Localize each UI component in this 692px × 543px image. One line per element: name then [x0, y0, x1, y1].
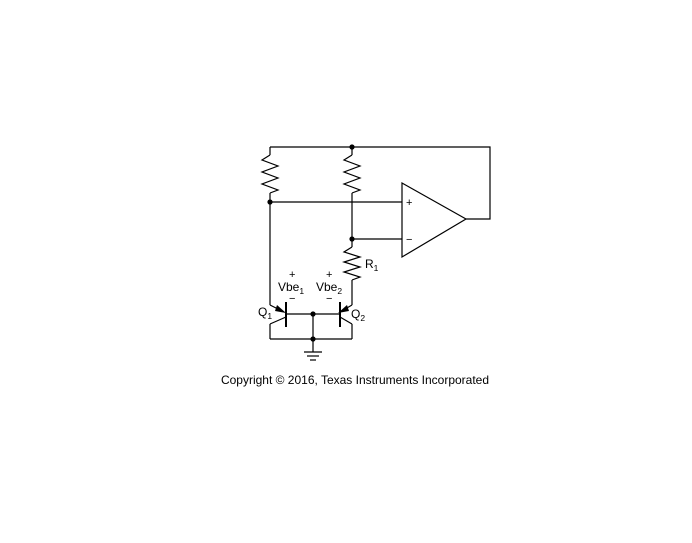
r1-resistor — [341, 246, 363, 281]
copyright-notice: Copyright © 2016, Texas Instruments Inco… — [220, 373, 490, 387]
r1-label: R1 — [365, 257, 379, 273]
q2-label: Q2 — [351, 307, 365, 323]
q1-label: Q1 — [258, 305, 272, 321]
junction-dot-top — [349, 144, 355, 150]
op-amp-plus-sign: + — [406, 197, 412, 209]
junction-dot-r1 — [349, 236, 355, 242]
vbe2-label: Vbe2 — [316, 280, 342, 296]
vbe1-minus-sign: − — [289, 293, 295, 305]
op-amp-minus-sign: − — [406, 234, 412, 246]
vbe2-minus-sign: − — [326, 293, 332, 305]
top-rail-wire — [270, 146, 491, 220]
left-resistor — [260, 154, 280, 194]
vbe1-label: Vbe1 — [278, 280, 304, 296]
vbe1-plus-sign: + — [289, 269, 295, 281]
vbe2-plus-sign: + — [326, 269, 332, 281]
junction-dot-left — [267, 199, 273, 205]
middle-resistor — [342, 154, 362, 194]
transistor-q1 — [269, 302, 340, 339]
transistor-q2 — [338, 302, 353, 339]
op-amp — [401, 181, 468, 259]
ground-icon — [304, 351, 322, 361]
